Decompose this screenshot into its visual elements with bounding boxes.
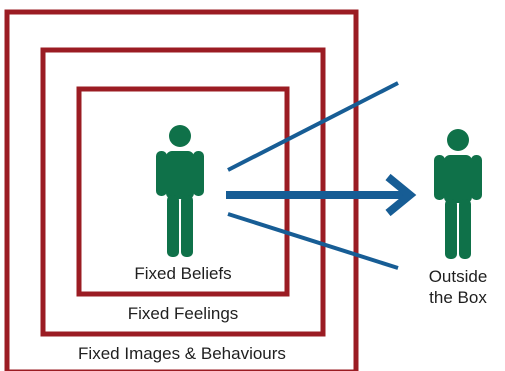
lower-divergence-line: [227, 212, 399, 270]
person-icon: [156, 125, 204, 257]
person-icon: [434, 129, 482, 259]
outside-the-box-label: Outside the Box: [403, 266, 505, 308]
arrow-right-icon: [226, 173, 417, 217]
outside-label-line2: the Box: [429, 288, 487, 307]
upper-divergence-line: [227, 81, 399, 172]
outer-box-label: Fixed Images & Behaviours: [78, 344, 286, 363]
outside-label-line1: Outside: [428, 267, 488, 286]
middle-box-label: Fixed Feelings: [127, 304, 239, 323]
inner-box-label: Fixed Beliefs: [134, 264, 232, 283]
